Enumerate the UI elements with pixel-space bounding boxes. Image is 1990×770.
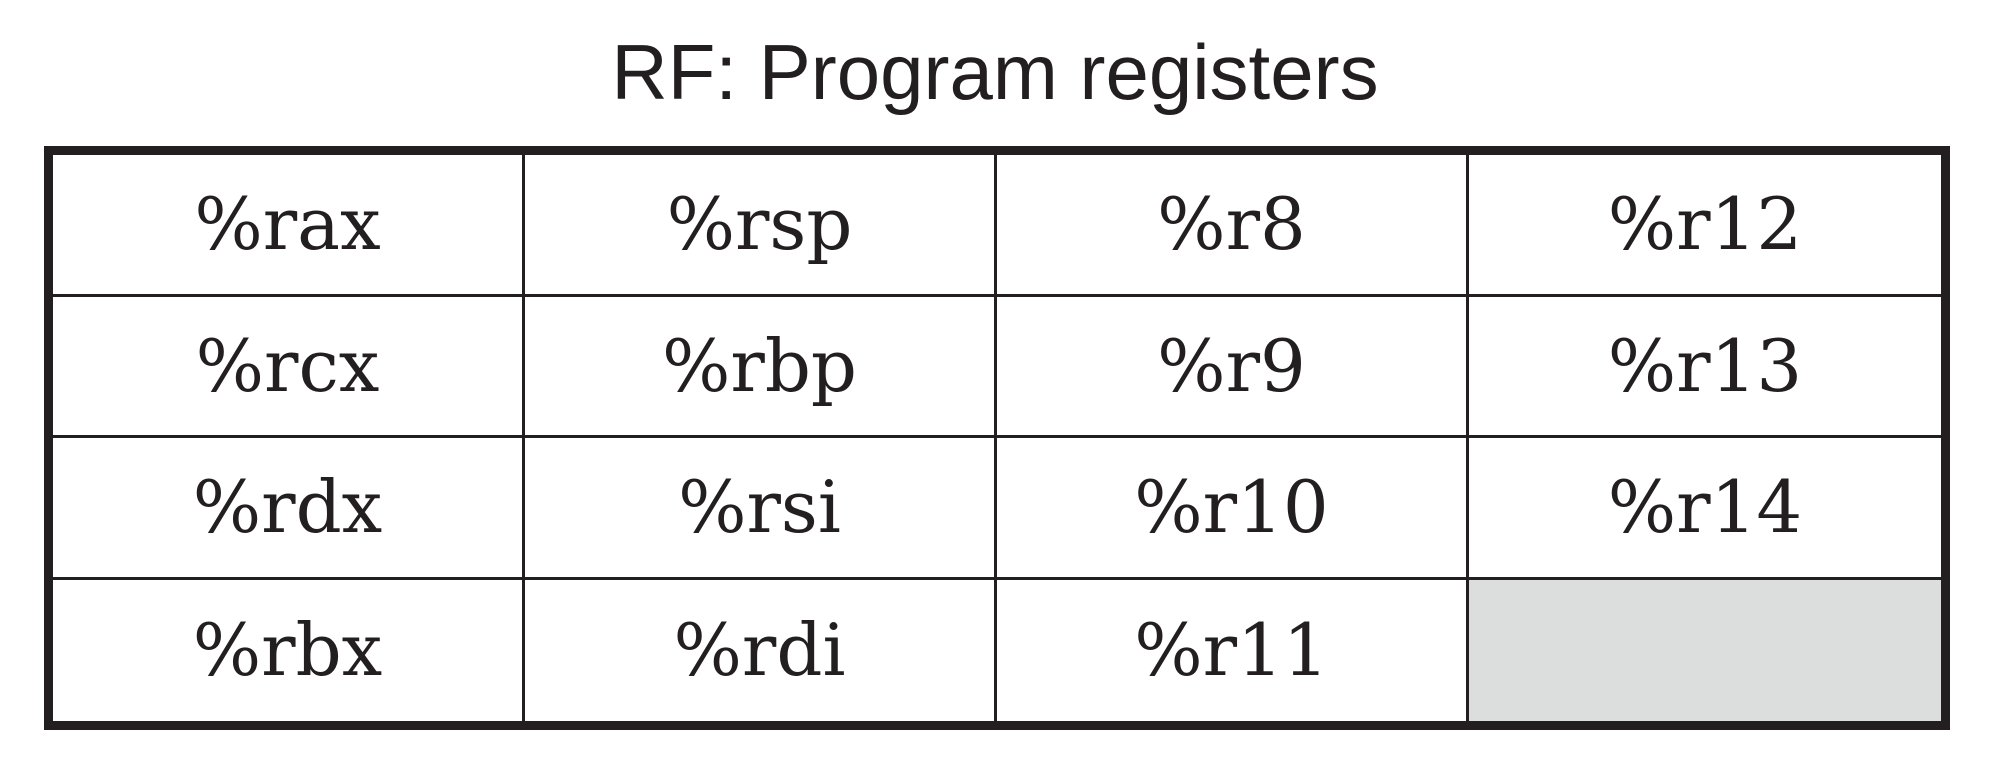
register-cell-r9: %r9 [997,296,1469,438]
register-cell-r11: %r11 [997,579,1469,721]
register-cell-rbp: %rbp [525,296,997,438]
diagram-title: RF: Program registers [611,28,1379,116]
register-cell-r8: %r8 [997,155,1469,297]
register-cell-rcx: %rcx [53,296,525,438]
register-cell-r14: %r14 [1469,438,1941,580]
register-cell-r12: %r12 [1469,155,1941,297]
register-cell-r13: %r13 [1469,296,1941,438]
register-file-table: %rax %rsp %r8 %r12 %rcx %rbp %r9 %r13 %r… [44,146,1950,730]
register-cell-rdx: %rdx [53,438,525,580]
register-cell-rsp: %rsp [525,155,997,297]
register-cell-r10: %r10 [997,438,1469,580]
register-cell-rbx: %rbx [53,579,525,721]
register-cell-rsi: %rsi [525,438,997,580]
empty-register-cell [1469,579,1941,721]
register-cell-rdi: %rdi [525,579,997,721]
register-cell-rax: %rax [53,155,525,297]
